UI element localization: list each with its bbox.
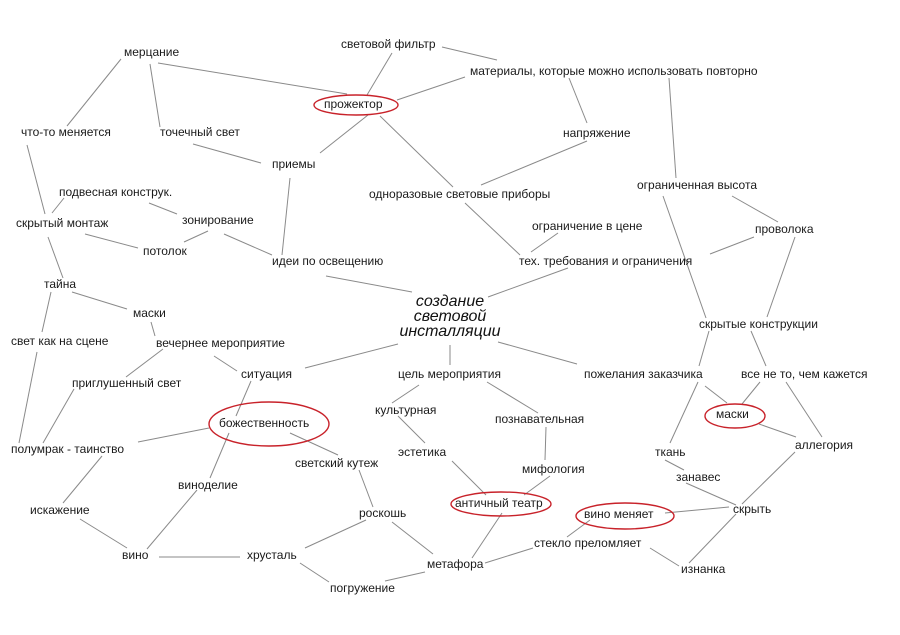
node: искажение [30,503,90,517]
node: эстетика [398,445,447,459]
node: хрусталь [247,548,297,562]
node: все не то, чем кажется [741,367,868,381]
node: пожелания заказчика [584,367,703,381]
node: стекло преломляет [534,536,642,550]
highlight-ellipse-prozhektor [313,94,399,116]
node: аллегория [795,438,854,452]
node-highlighted: вино меняет [584,507,654,521]
node: идеи по освещению [272,254,384,268]
node: светский кутеж [295,456,379,470]
node: полумрак - таинство [11,442,125,456]
node: материалы, которые можно использовать по… [470,64,758,78]
node-highlighted: божественность [219,416,310,430]
node: занавес [676,470,721,484]
highlight-ellipse-bozhestvennost [208,401,330,447]
node: точечный свет [160,125,240,139]
node: мифология [522,462,585,476]
node: подвесная конструк. [59,185,173,199]
node: скрытый монтаж [16,216,109,230]
node: цель мероприятия [398,367,501,381]
node-highlighted: маски [716,407,749,421]
node: вечернее мероприятие [156,336,285,350]
node: ткань [655,445,686,459]
node: ситуация [241,367,292,381]
node: приглушенный свет [72,376,182,390]
node: тайна [44,277,77,291]
node: зонирование [182,213,254,227]
node: потолок [143,244,187,258]
node: свет как на сцене [11,334,109,348]
node: проволока [755,222,814,236]
node: маски [133,306,166,320]
node: погружение [330,581,395,595]
central-topic-line: создание [415,293,485,310]
node: приемы [272,157,316,171]
connector-lines [18,46,823,583]
central-topic-line: световой [413,308,487,325]
node: культурная [375,403,437,417]
node: напряжение [563,126,631,140]
node: метафора [427,557,484,571]
highlight-ellipse-antichny-teatr [450,491,552,517]
node: изнанка [681,562,726,576]
highlight-ellipse-vino-menyaet [575,502,675,530]
node: одноразовые световые приборы [369,187,551,201]
node: вино [122,548,149,562]
node: роскошь [359,506,407,520]
node: виноделие [178,478,238,492]
central-topic: создание световой инсталляции [380,293,520,340]
central-topic-line: инсталляции [399,323,501,340]
node-highlighted: прожектор [324,97,383,111]
node: мерцание [124,45,180,59]
node: познавательная [495,412,585,426]
node: ограничение в цене [532,219,643,233]
node: что-то меняется [21,125,111,139]
node: скрытые конструкции [699,317,818,331]
node-highlighted: античный театр [455,496,543,510]
node: ограниченная высота [637,178,757,192]
highlight-ellipse-maski [704,403,766,429]
node: световой фильтр [341,37,436,51]
node: тех. требования и ограничения [519,254,693,268]
node: скрыть [733,502,772,516]
